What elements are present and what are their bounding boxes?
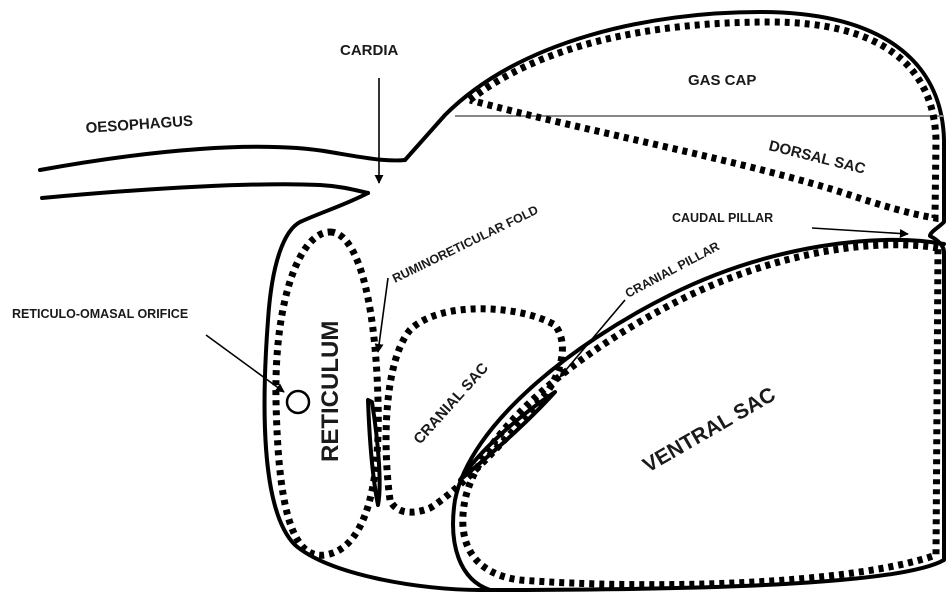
label-ventral-sac: VENTRAL SAC [639, 383, 780, 477]
label-reticulum: RETICULUM [317, 321, 344, 462]
label-cardia: CARDIA [340, 42, 398, 59]
label-gas-cap: GAS CAP [688, 72, 756, 89]
reticulo-omasal-orifice-arrow [206, 335, 284, 392]
ventral-sac-wall [453, 240, 944, 590]
label-caudal-pillar: CAUDAL PILLAR [672, 211, 773, 225]
label-oesophagus: OESOPHAGUS [85, 113, 193, 137]
ruminoreticular-fold-arrow [378, 278, 388, 352]
label-cranial-sac: CRANIAL SAC [410, 360, 492, 448]
oesophagus-upper-wall [40, 147, 405, 170]
label-reticulo-omasal-orifice: RETICULO-OMASAL ORIFICE [12, 307, 188, 321]
caudal-pillar-arrow [812, 228, 908, 234]
reticulo-omasal-orifice [287, 391, 309, 413]
oesophagus-lower-wall [42, 184, 368, 198]
label-cranial-pillar: CRANIAL PILLAR [623, 239, 722, 300]
label-ruminoreticular-fold: RUMINORETICULAR FOLD [390, 203, 540, 286]
